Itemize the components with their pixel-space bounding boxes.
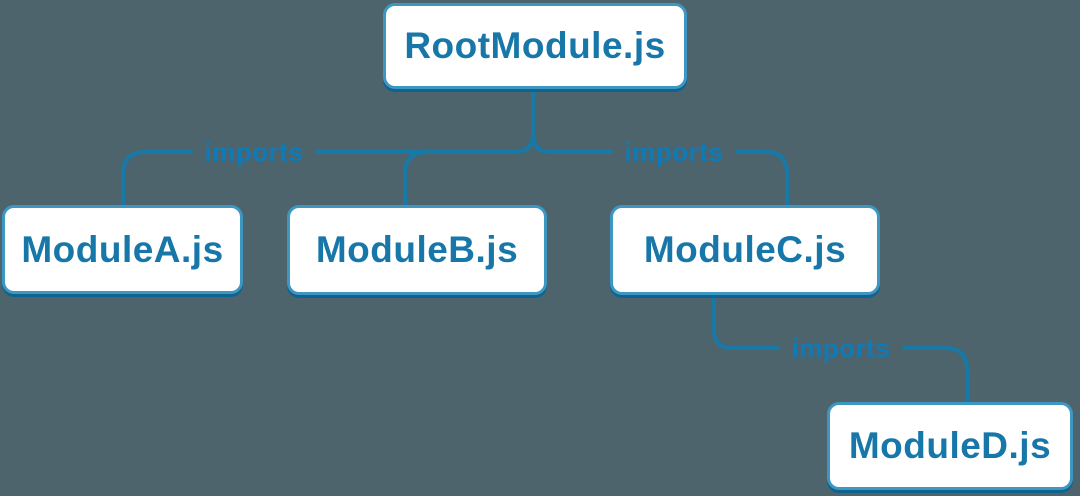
edge-root-to-moduleb: [403, 87, 535, 206]
node-moduled-js-label: ModuleD.js: [848, 425, 1052, 466]
node-rootmodule-js: RootModule.js: [383, 3, 687, 89]
node-moduleb-js: ModuleB.js: [287, 205, 547, 295]
node-modulec-js-label: ModuleC.js: [643, 229, 847, 270]
edge-label-imports-right: imports: [612, 137, 736, 167]
node-moduled-js: ModuleD.js: [827, 402, 1073, 490]
node-modulea-js-label: ModuleA.js: [21, 228, 224, 270]
node-modulea-js: ModuleA.js: [2, 205, 243, 294]
edge-label-imports-bottom: imports: [779, 333, 903, 363]
node-rootmodule-js-label: RootModule.js: [404, 25, 666, 66]
node-moduleb-js-label: ModuleB.js: [315, 229, 519, 270]
edge-label-imports-left: imports: [192, 137, 316, 167]
node-modulec-js: ModuleC.js: [610, 205, 880, 295]
edge-root-to-modulea: [121, 87, 535, 206]
